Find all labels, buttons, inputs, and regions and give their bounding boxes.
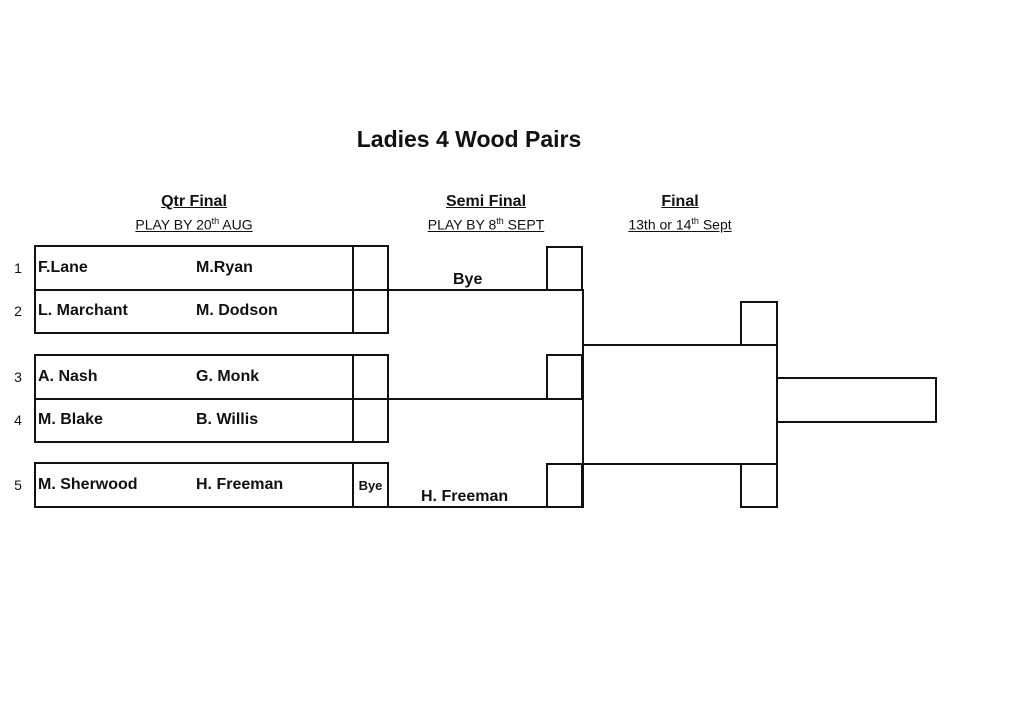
pair-4-player-a: M. Blake	[38, 411, 103, 428]
pair-3-player-a: A. Nash	[38, 368, 98, 385]
final-score-box-2	[740, 463, 778, 508]
semi-entry-freeman: H. Freeman	[421, 488, 509, 505]
semi-score-box-3	[546, 463, 583, 508]
qtr-final-header: Qtr Final	[161, 193, 227, 210]
pair-5-player-a: M. Sherwood	[38, 476, 138, 493]
pair-2-player-b: M. Dodson	[196, 302, 278, 319]
pair-3-number: 3	[14, 369, 22, 385]
final-score-box-1	[740, 301, 778, 346]
pair-2-number: 2	[14, 303, 22, 319]
semi-line-3	[388, 506, 584, 508]
pair-4-number: 4	[14, 412, 22, 428]
winner-box	[776, 377, 937, 423]
semi-bracket-vertical	[582, 289, 584, 508]
pair-5-score: Bye	[358, 478, 383, 493]
semi-line-1	[388, 289, 584, 291]
page-title: Ladies 4 Wood Pairs	[356, 126, 582, 152]
qtr-group-1-score-divider	[352, 289, 389, 291]
semi-score-box-2	[546, 354, 583, 400]
semi-final-play-by: PLAY BY 8th SEPT	[427, 216, 545, 233]
pair-3-player-b: G. Monk	[196, 368, 260, 385]
pair-5-number: 5	[14, 477, 22, 493]
qtr-group-2-divider	[34, 398, 354, 400]
final-line-top	[582, 344, 778, 346]
semi-score-box-1	[546, 246, 583, 291]
qtr-group-1-divider	[34, 289, 354, 291]
pair-1-number: 1	[14, 260, 22, 276]
final-header: Final	[661, 193, 699, 210]
pair-2-player-a: L. Marchant	[38, 302, 128, 319]
qtr-group-2-score-divider	[352, 398, 389, 400]
final-line-bottom	[582, 463, 778, 465]
semi-line-2	[388, 398, 584, 400]
pair-1-player-a: F.Lane	[38, 259, 88, 276]
pair-5-player-b: H. Freeman	[196, 476, 284, 493]
semi-entry-bye: Bye	[453, 271, 483, 288]
pair-1-player-b: M.Ryan	[196, 259, 253, 276]
qtr-group-3-score-box	[352, 462, 389, 508]
semi-final-header: Semi Final	[445, 193, 527, 210]
qtr-final-play-by: PLAY BY 20th AUG	[135, 216, 253, 233]
pair-4-player-b: B. Willis	[196, 411, 259, 428]
final-date: 13th or 14th Sept	[628, 216, 732, 233]
